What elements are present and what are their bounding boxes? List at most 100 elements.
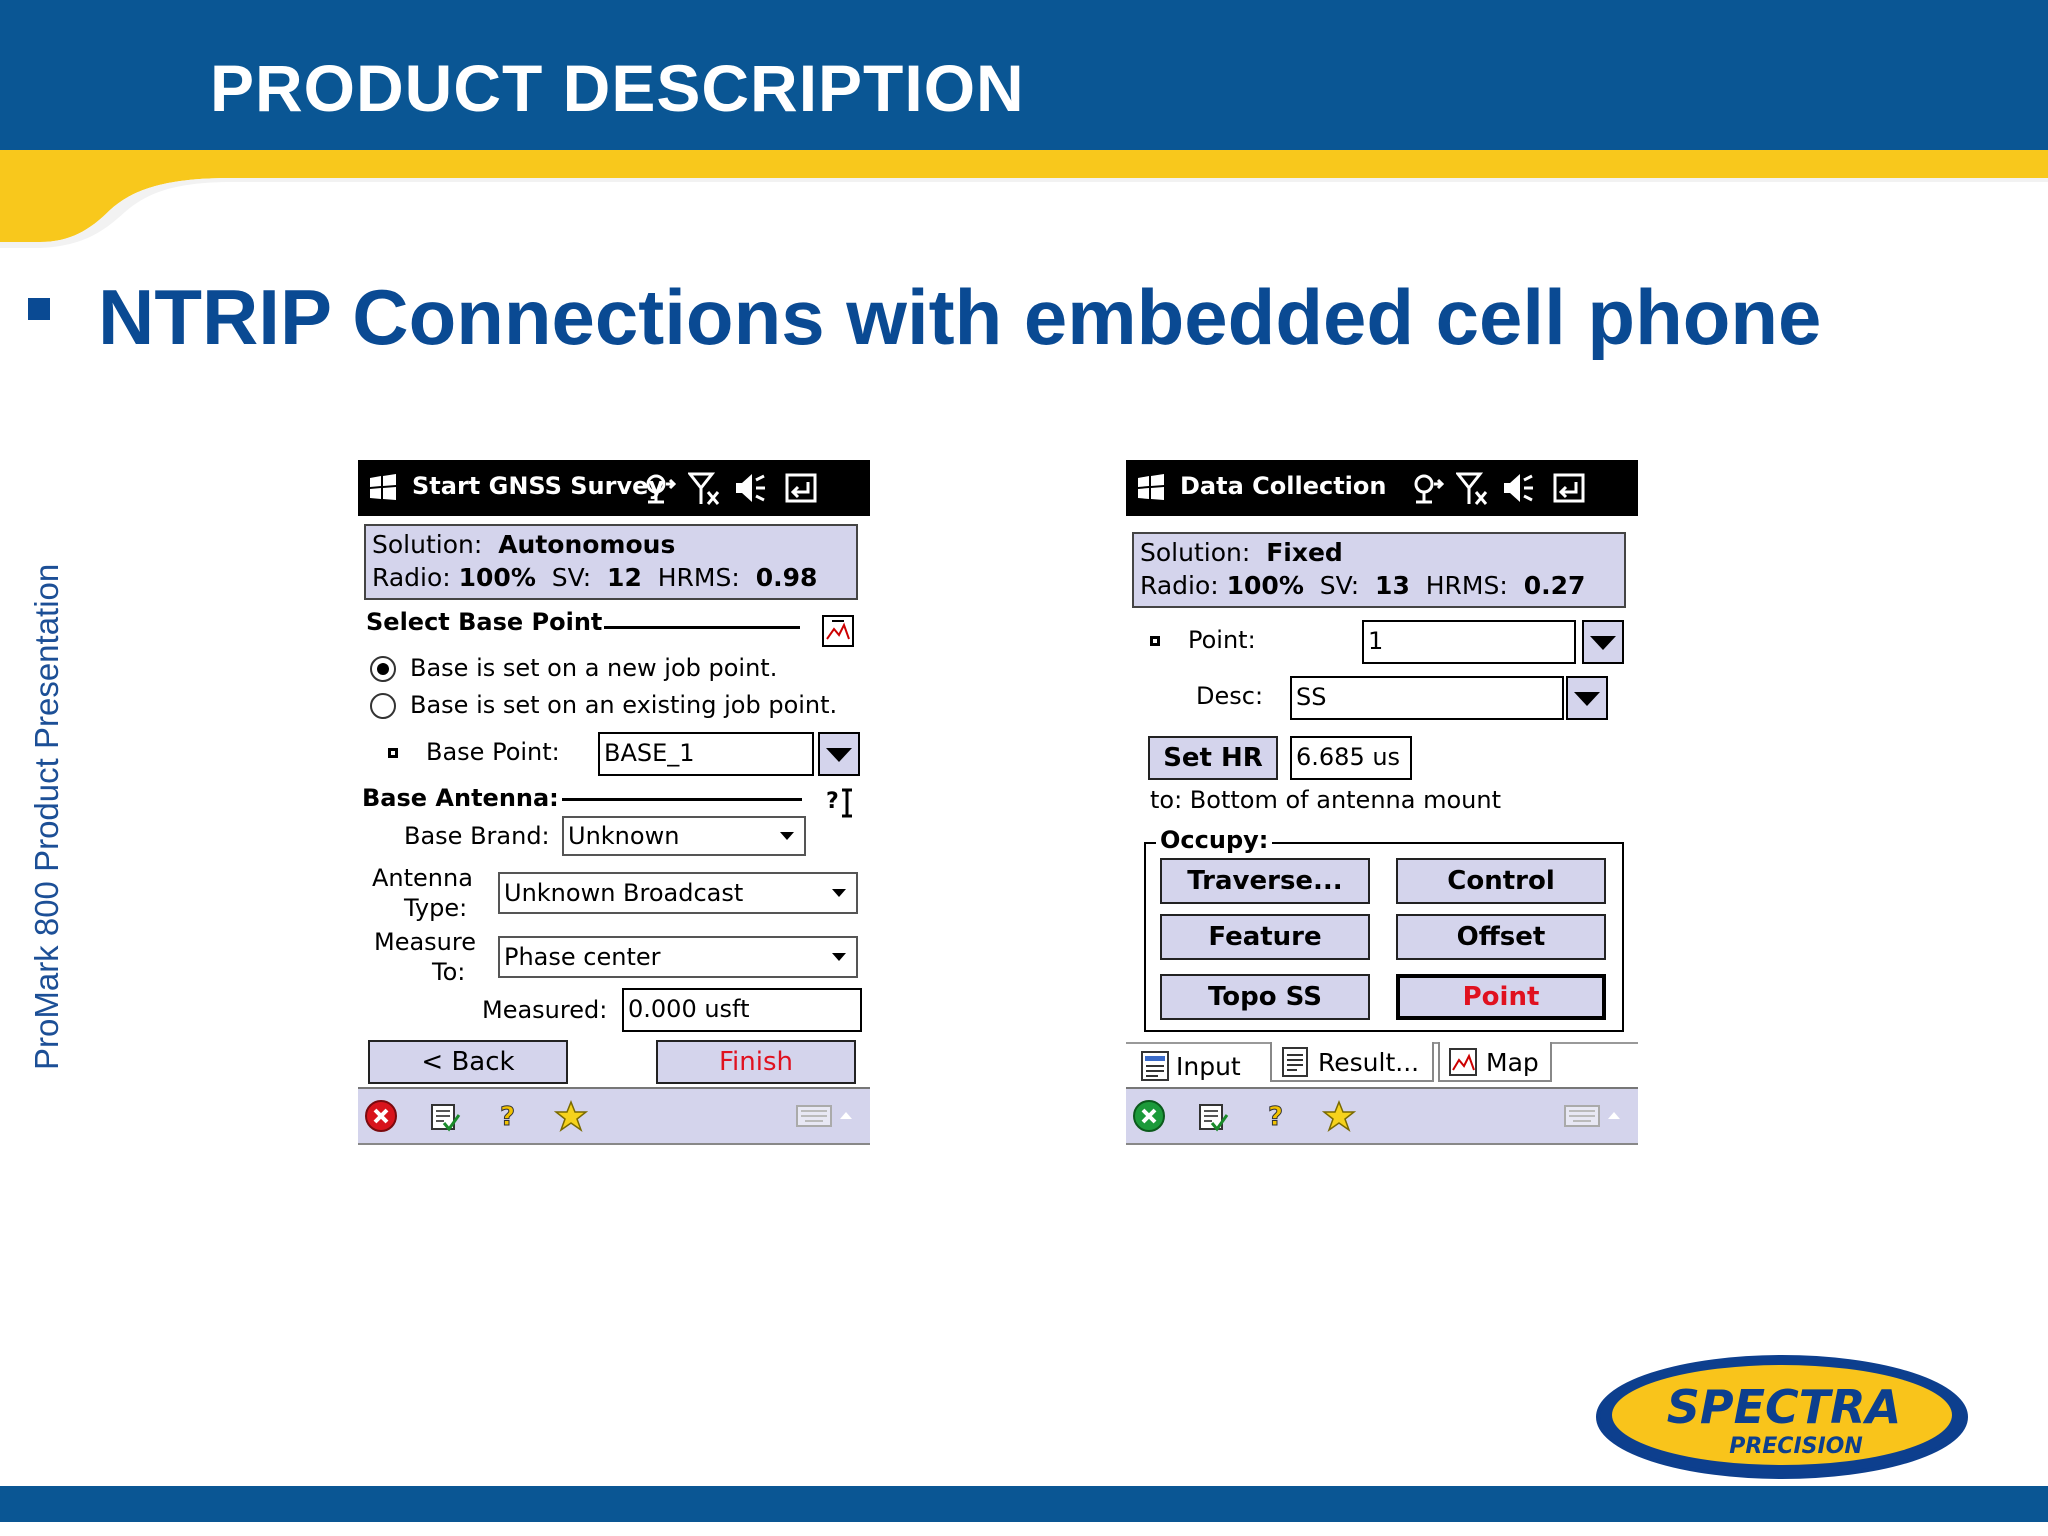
chevron-down-icon xyxy=(780,832,794,840)
favorites-star-icon[interactable] xyxy=(1322,1099,1356,1133)
base-antenna-heading: Base Antenna: xyxy=(362,784,559,812)
radio-new-job-point[interactable] xyxy=(370,656,396,682)
traverse-button[interactable]: Traverse... xyxy=(1160,858,1370,904)
desc-input[interactable]: SS xyxy=(1290,676,1564,720)
title-bar: Data Collection xyxy=(1126,460,1638,516)
job-properties-icon[interactable] xyxy=(1196,1099,1230,1133)
keyboard-toggle-arrow-icon[interactable] xyxy=(1606,1109,1622,1121)
point-dropdown-button[interactable] xyxy=(1582,620,1624,664)
tab-map-label: Map xyxy=(1486,1048,1539,1077)
antenna-help-icon[interactable]: ? xyxy=(824,784,854,820)
hrms-value: 0.98 xyxy=(755,563,818,592)
status-box: Solution: Fixed Radio: 100% SV: 13 HRMS:… xyxy=(1132,532,1626,608)
desc-dropdown-button[interactable] xyxy=(1566,676,1608,720)
tab-input[interactable]: Input xyxy=(1134,1044,1274,1086)
ok-check-icon[interactable] xyxy=(1132,1099,1166,1133)
bullet-marker xyxy=(28,298,50,320)
ok-close-icon[interactable] xyxy=(784,470,818,506)
chevron-down-icon xyxy=(832,889,846,897)
point-label: Point: xyxy=(1188,626,1256,654)
start-gnss-survey-screen: Start GNSS Survey Solution: Autonomous R… xyxy=(358,460,870,1145)
base-point-field[interactable]: BASE_1 xyxy=(598,732,814,776)
chevron-down-icon xyxy=(832,953,846,961)
data-collection-screen: Data Collection Solution: Fixed Radio: 1… xyxy=(1126,460,1638,1145)
hrms-value: 0.27 xyxy=(1523,571,1586,600)
sv-value: 12 xyxy=(607,563,642,592)
window-title: Data Collection xyxy=(1180,472,1387,500)
radio-value: 100% xyxy=(1226,571,1304,600)
tab-result[interactable]: Result... xyxy=(1270,1042,1434,1082)
signal-off-icon[interactable] xyxy=(1456,470,1490,506)
solution-value: Autonomous xyxy=(498,530,676,559)
measure-to-select[interactable]: Phase center xyxy=(498,936,858,978)
help-icon[interactable]: ? xyxy=(1260,1099,1294,1133)
offset-button[interactable]: Offset xyxy=(1396,914,1606,960)
feature-button[interactable]: Feature xyxy=(1160,914,1370,960)
tab-input-label: Input xyxy=(1176,1052,1241,1081)
radio-new-job-point-label: Base is set on a new job point. xyxy=(410,654,778,682)
volume-mute-icon[interactable] xyxy=(732,470,766,506)
gps-status-icon[interactable] xyxy=(642,470,676,506)
gps-status-icon[interactable] xyxy=(1410,470,1444,506)
set-hr-button[interactable]: Set HR xyxy=(1148,736,1278,780)
solution-value: Fixed xyxy=(1266,538,1343,567)
chevron-down-icon xyxy=(1574,692,1600,706)
title-bar: Start GNSS Survey xyxy=(358,460,870,516)
select-base-point-heading: Select Base Point xyxy=(366,608,603,636)
desc-label: Desc: xyxy=(1196,682,1264,710)
tab-map[interactable]: Map xyxy=(1438,1042,1552,1082)
side-caption: ProMark 800 Product Presentation xyxy=(28,563,65,1070)
occupy-label: Occupy: xyxy=(1156,826,1273,854)
hr-value-field[interactable]: 6.685 us xyxy=(1290,736,1412,780)
footer-strip xyxy=(0,1522,2048,1536)
map-picker-icon[interactable] xyxy=(822,615,854,647)
yellow-swoosh xyxy=(0,150,2048,248)
map-icon xyxy=(1449,1048,1477,1076)
hrms-label: HRMS: xyxy=(1425,571,1508,600)
base-brand-value: Unknown xyxy=(568,822,680,850)
antenna-type-select[interactable]: Unknown Broadcast xyxy=(498,872,858,914)
favorites-star-icon[interactable] xyxy=(554,1099,588,1133)
header-band xyxy=(0,0,2048,156)
cancel-icon[interactable] xyxy=(364,1099,398,1133)
radio-value: 100% xyxy=(458,563,536,592)
keyboard-icon[interactable] xyxy=(1564,1103,1600,1129)
bullet-square xyxy=(1150,636,1160,646)
antenna-type-value: Unknown Broadcast xyxy=(504,879,744,907)
radio-label: Radio: xyxy=(372,563,451,592)
windows-start-icon[interactable] xyxy=(1134,472,1168,504)
base-brand-select[interactable]: Unknown xyxy=(562,816,806,856)
result-document-icon xyxy=(1282,1047,1308,1077)
keyboard-icon[interactable] xyxy=(796,1103,832,1129)
back-button[interactable]: < Back xyxy=(368,1040,568,1084)
bullet-heading: NTRIP Connections with embedded cell pho… xyxy=(98,273,1822,361)
measure-to-value: Phase center xyxy=(504,943,661,971)
window-title: Start GNSS Survey xyxy=(412,472,665,500)
control-button[interactable]: Control xyxy=(1396,858,1606,904)
sv-value: 13 xyxy=(1375,571,1410,600)
keyboard-toggle-arrow-icon[interactable] xyxy=(838,1109,854,1121)
base-point-dropdown-button[interactable] xyxy=(818,732,860,776)
help-icon[interactable]: ? xyxy=(492,1099,526,1133)
job-properties-icon[interactable] xyxy=(428,1099,462,1133)
measured-input[interactable]: 0.000 usft xyxy=(622,988,862,1032)
measured-label: Measured: xyxy=(482,996,608,1024)
finish-button[interactable]: Finish xyxy=(656,1040,856,1084)
solution-label: Solution: xyxy=(1140,538,1251,567)
input-form-icon xyxy=(1141,1051,1169,1081)
slide-title: PRODUCT DESCRIPTION xyxy=(210,51,1025,125)
chevron-down-icon xyxy=(826,748,852,762)
radio-existing-job-point[interactable] xyxy=(370,693,396,719)
volume-mute-icon[interactable] xyxy=(1500,470,1534,506)
ok-close-icon[interactable] xyxy=(1552,470,1586,506)
signal-off-icon[interactable] xyxy=(688,470,722,506)
sv-label: SV: xyxy=(551,563,592,592)
radio-label: Radio: xyxy=(1140,571,1219,600)
windows-start-icon[interactable] xyxy=(366,472,400,504)
topo-ss-button[interactable]: Topo SS xyxy=(1160,974,1370,1020)
svg-text:?: ? xyxy=(1268,1102,1283,1132)
point-button[interactable]: Point xyxy=(1396,974,1606,1020)
point-input[interactable]: 1 xyxy=(1362,620,1576,664)
divider xyxy=(604,626,800,629)
taskbar: ? xyxy=(1126,1087,1638,1143)
